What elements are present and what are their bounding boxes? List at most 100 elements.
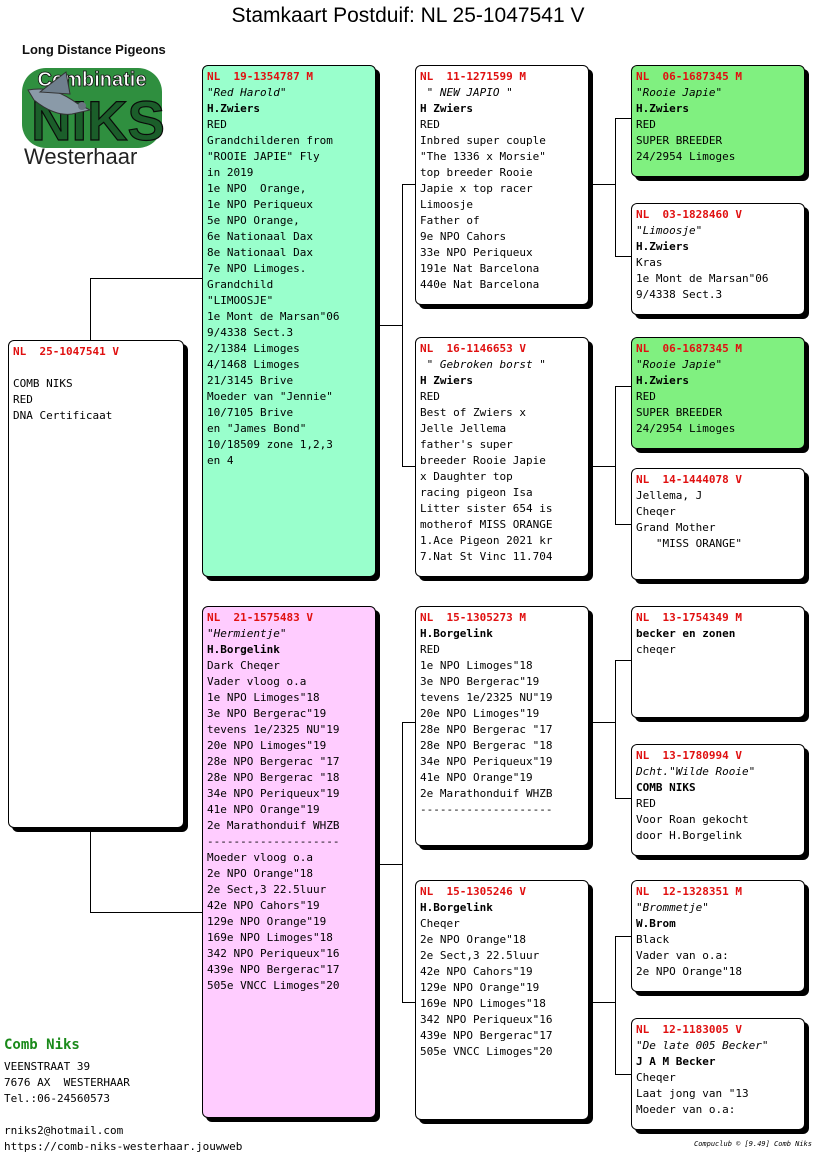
info-line: 2e Sect,3 22.5luur bbox=[207, 883, 327, 896]
info-line: -------------------- bbox=[207, 835, 340, 848]
info-line: top breeder Rooie bbox=[420, 166, 533, 179]
info-line: 9/4338 Sect.3 bbox=[207, 326, 294, 339]
connector bbox=[589, 722, 615, 723]
info-line: RED bbox=[207, 118, 227, 131]
ring-number: NL 15-1305273 M bbox=[420, 611, 526, 624]
info-line: en 4 bbox=[207, 454, 234, 467]
page-title: Stamkaart Postduif: NL 25-1047541 V bbox=[231, 4, 585, 27]
info-line: 129e NPO Orange"19 bbox=[420, 981, 540, 994]
info-line: "LIMOOSJE" bbox=[207, 294, 274, 307]
info-line: Black bbox=[636, 933, 670, 946]
info-line: 9/4338 Sect.3 bbox=[636, 288, 723, 301]
info-line: 10/18509 zone 1,2,3 bbox=[207, 438, 333, 451]
ring-number: NL 03-1828460 V bbox=[636, 208, 742, 221]
connector bbox=[402, 1002, 416, 1003]
connector bbox=[615, 660, 631, 661]
pigeon-name: "Red Harold" bbox=[207, 86, 287, 99]
info-line: 5e NPO Orange, bbox=[207, 214, 300, 227]
info-line: 24/2954 Limoges bbox=[636, 422, 736, 435]
connector bbox=[90, 828, 91, 912]
info-line: RED bbox=[420, 643, 440, 656]
info-line: Limoosje bbox=[420, 198, 473, 211]
info-line: SUPER BREEDER bbox=[636, 406, 723, 419]
info-line: 28e NPO Bergerac "18 bbox=[207, 771, 340, 784]
connector bbox=[90, 912, 204, 913]
ring-number: NL 25-1047541 V bbox=[13, 345, 119, 358]
owner-street: VEENSTRAAT 39 bbox=[4, 1060, 91, 1073]
info-line: 169e NPO Limoges"18 bbox=[420, 997, 546, 1010]
info-line: 10/7105 Brive bbox=[207, 406, 294, 419]
blank-line bbox=[13, 360, 179, 376]
info-line: Jellema, J bbox=[636, 489, 703, 502]
pigeon-logo-icon: Combinatie NIKS bbox=[22, 68, 165, 150]
ggp-mm-mother-card[interactable]: NL 12-1183005 V "De late 005 Becker" J A M… bbox=[631, 1018, 805, 1130]
connector bbox=[589, 1002, 615, 1003]
owner-email[interactable]: rniks2@hotmail.com bbox=[4, 1124, 124, 1137]
info-line: SUPER BREEDER bbox=[636, 134, 723, 147]
connector bbox=[402, 466, 416, 467]
info-line: "MISS ORANGE" bbox=[636, 537, 742, 550]
info-line: 9e NPO Cahors bbox=[420, 230, 507, 243]
breeder-name: J A M Becker bbox=[636, 1055, 716, 1068]
info-line: "The 1336 x Morsie" bbox=[420, 150, 546, 163]
paternal-grandmother-card[interactable]: NL 16-1146653 V " Gebroken borst "H Zwie… bbox=[415, 337, 589, 577]
info-line: "ROOIE JAPIE" Fly bbox=[207, 150, 320, 163]
info-line: 33e NPO Periqueux bbox=[420, 246, 533, 259]
pigeon-name: "Rooie Japie" bbox=[636, 86, 723, 99]
info-line: 440e Nat Barcelona bbox=[420, 278, 540, 291]
owner-website[interactable]: https://comb-niks-westerhaar.jouwweb bbox=[4, 1140, 243, 1153]
breeder-name: H.Borgelink bbox=[207, 643, 280, 656]
connector bbox=[615, 936, 616, 1074]
info-line: 2e Marathonduif WHZB bbox=[420, 787, 553, 800]
info-line: cheqer bbox=[636, 643, 676, 656]
info-line: 2e NPO Orange"18 bbox=[420, 933, 526, 946]
connector bbox=[615, 118, 616, 256]
info-line: 342 NPO Periqueux"16 bbox=[207, 947, 340, 960]
info-line: RED bbox=[636, 797, 656, 810]
connector bbox=[376, 864, 402, 865]
info-line: 1e Mont de Marsan"06 bbox=[207, 310, 340, 323]
info-line: Best of Zwiers x bbox=[420, 406, 526, 419]
ring-number: NL 06-1687345 M bbox=[636, 342, 742, 355]
connector bbox=[615, 660, 616, 798]
info-line: Voor Roan gekocht bbox=[636, 813, 749, 826]
info-line: Cheqer bbox=[420, 917, 460, 930]
ring-number: NL 12-1183005 V bbox=[636, 1023, 742, 1036]
connector bbox=[90, 278, 204, 279]
pigeon-name: "De late 005 Becker" bbox=[636, 1039, 769, 1052]
info-line: 20e NPO Limoges"19 bbox=[207, 739, 327, 752]
connector bbox=[402, 184, 416, 185]
breeder-name: H Zwiers bbox=[420, 374, 473, 387]
logo-bottom-text: Westerhaar bbox=[24, 144, 138, 169]
ring-number: NL 14-1444078 V bbox=[636, 473, 742, 486]
info-line: 2/1384 Limoges bbox=[207, 342, 300, 355]
info-line: Moeder van "Jennie" bbox=[207, 390, 333, 403]
info-line: Cheqer bbox=[636, 1071, 676, 1084]
pigeon-name: "Hermientje" bbox=[207, 627, 287, 640]
info-line: x Daughter top bbox=[420, 470, 513, 483]
info-line: Jelle Jellema bbox=[420, 422, 507, 435]
owner-city: 7676 AX WESTERHAAR bbox=[4, 1076, 130, 1089]
info-line: Japie x top racer bbox=[420, 182, 533, 195]
info-line: racing pigeon Isa bbox=[420, 486, 533, 499]
breeder-name: H.Zwiers bbox=[636, 102, 689, 115]
club-logo: Long Distance Pigeons Combinatie NIKS We… bbox=[18, 42, 178, 170]
info-line: tevens 1e/2325 NU"19 bbox=[420, 691, 553, 704]
info-line: 191e Nat Barcelona bbox=[420, 262, 540, 275]
info-line: COMB NIKS bbox=[13, 377, 73, 390]
ring-number: NL 13-1754349 M bbox=[636, 611, 742, 624]
info-line: breeder Rooie Japie bbox=[420, 454, 546, 467]
